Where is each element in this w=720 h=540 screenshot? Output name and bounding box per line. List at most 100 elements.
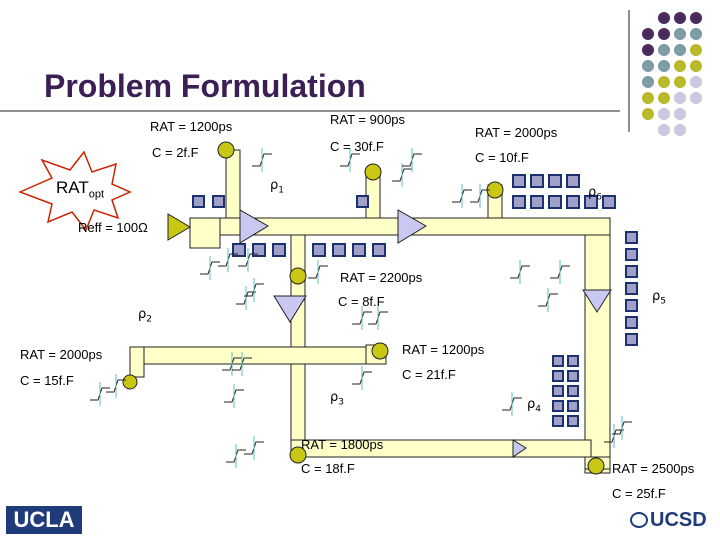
wire-mid-horizontal [129, 346, 381, 365]
ucla-logo: UCLA [6, 506, 82, 534]
sink-s6-cap: C = 21f.F [402, 367, 456, 382]
palette-dot [690, 28, 702, 40]
region-rho-3: ρ3 [330, 390, 344, 408]
palette-dot [642, 92, 654, 104]
sink-s8 [587, 457, 605, 475]
palette-dot [642, 28, 654, 40]
cell [332, 243, 346, 257]
cell [192, 195, 205, 208]
cell [512, 195, 526, 209]
cell [512, 174, 526, 188]
source-resistance: Reff = 100Ω [78, 220, 148, 235]
sink-s5-cap: C = 15f.F [20, 373, 74, 388]
sink-s7 [289, 446, 307, 464]
cell [212, 195, 225, 208]
source-starburst [18, 150, 132, 232]
buffers [239, 209, 612, 458]
palette-dot [674, 92, 686, 104]
cell [552, 370, 564, 382]
palette-dot [690, 44, 702, 56]
candidate-sites [90, 148, 632, 468]
cell [530, 174, 544, 188]
palette-dot [690, 76, 702, 88]
cell [625, 333, 638, 346]
buffer-triangle [512, 439, 527, 458]
sink-s8-rat: RAT = 2500ps [612, 461, 695, 476]
palette-dot [690, 12, 702, 24]
cell [567, 400, 579, 412]
source-label: RATopt [56, 178, 105, 201]
cell [548, 174, 562, 188]
sink-s4 [289, 267, 307, 285]
cell [625, 248, 638, 261]
sink-s1-cap: C = 2f.F [152, 145, 199, 160]
palette-dot [674, 76, 686, 88]
cell [567, 385, 579, 397]
buffer-triangle [582, 289, 612, 313]
wire-left-tap [129, 346, 145, 378]
palette-dot [674, 60, 686, 72]
sink-s2 [364, 163, 382, 181]
sink-s3-rat: RAT = 2000ps [475, 125, 558, 140]
source-driver [167, 213, 191, 241]
palette-dot [658, 44, 670, 56]
wire-right-riser [584, 234, 611, 474]
palette-dot [658, 12, 670, 24]
palette-dot [642, 76, 654, 88]
palette-dot [690, 60, 702, 72]
cell [567, 355, 579, 367]
sink-s1 [217, 141, 235, 159]
sink-s6 [371, 342, 389, 360]
region-rho-2: ρ2 [138, 307, 152, 325]
sink-s7-cap: C = 18f.F [301, 461, 355, 476]
sink-s6-rat: RAT = 1200ps [402, 342, 485, 357]
wire-source-stub [189, 217, 221, 249]
cell [356, 195, 369, 208]
palette-dot [690, 92, 702, 104]
sink-s8-cap: C = 25f.F [612, 486, 666, 501]
cell [567, 370, 579, 382]
palette-dot [642, 60, 654, 72]
ucsd-mark-icon [630, 512, 648, 528]
palette-dot [642, 44, 654, 56]
region-rho-4: ρ4 [527, 397, 541, 415]
cell [312, 243, 326, 257]
cell [548, 195, 562, 209]
sink-s1-rat: RAT = 1200ps [150, 119, 233, 134]
wire-tap-s1 [225, 149, 241, 219]
sinks [122, 141, 605, 475]
title-divider [0, 110, 620, 112]
cell [625, 231, 638, 244]
cell [232, 243, 246, 257]
cell [602, 195, 616, 209]
cell [566, 195, 580, 209]
cell [252, 243, 266, 257]
cell [552, 385, 564, 397]
sink-s4-cap: C = 8f.F [338, 294, 385, 309]
palette-dot [674, 108, 686, 120]
buffer-triangle [239, 209, 269, 244]
sink-s5 [122, 374, 138, 390]
sink-s7-rat: RAT = 1800ps [301, 437, 384, 452]
palette-dot [674, 12, 686, 24]
palette-dot [658, 124, 670, 136]
cell [272, 243, 286, 257]
cell [372, 243, 386, 257]
sink-s3-cap: C = 10f.F [475, 150, 529, 165]
sink-s4-rat: RAT = 2200ps [340, 270, 423, 285]
palette-dot [658, 92, 670, 104]
obstacle-cells [192, 174, 638, 427]
ucsd-logo: UCSD [630, 508, 712, 532]
cell [552, 355, 564, 367]
palette-dot [658, 108, 670, 120]
cell [352, 243, 366, 257]
vertical-divider [628, 10, 630, 132]
cell [625, 316, 638, 329]
cell [566, 174, 580, 188]
region-rho-1: ρ1 [270, 178, 284, 196]
page-title: Problem Formulation [44, 68, 366, 104]
palette-dot [674, 28, 686, 40]
cell [530, 195, 544, 209]
region-rho-5: ρ5 [652, 289, 666, 307]
palette-dot [642, 108, 654, 120]
